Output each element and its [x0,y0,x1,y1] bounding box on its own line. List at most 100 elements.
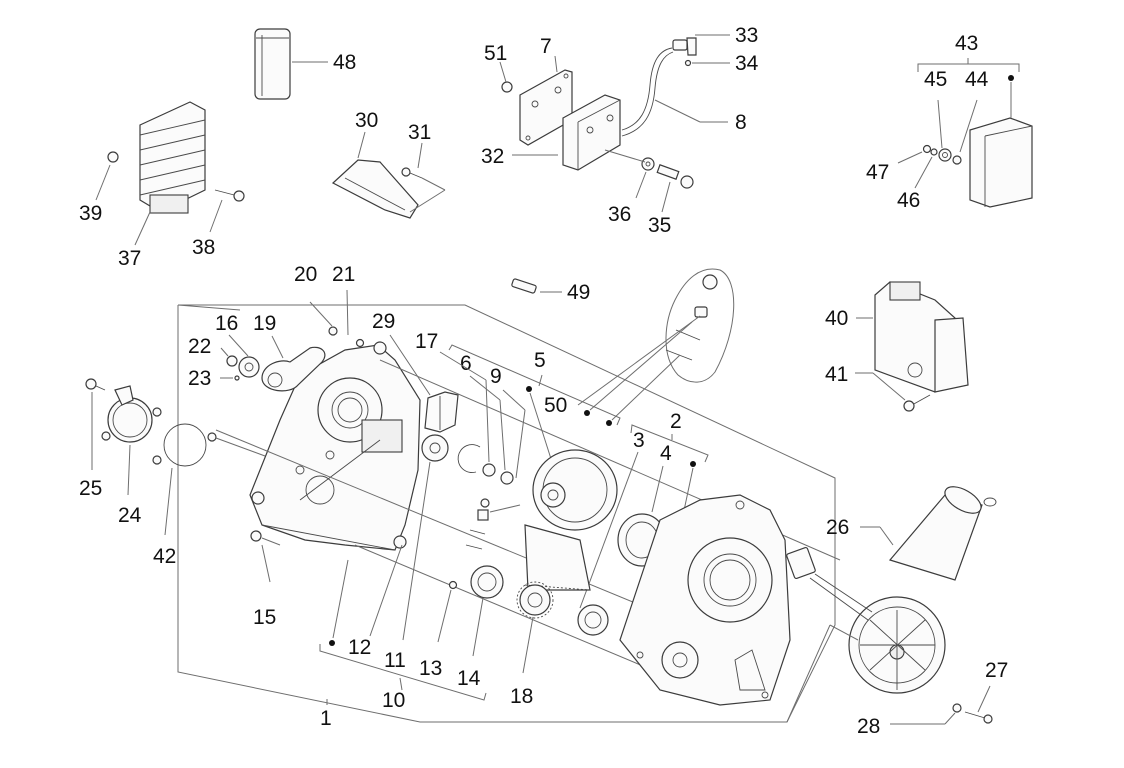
group-bracket-5 [448,344,621,426]
callout-13: 13 [419,657,442,680]
part-5-gear-motor-assembly[interactable] [524,449,618,591]
part-27-screw[interactable] [964,711,993,724]
part-6-washer[interactable] [482,463,496,477]
part-22-nut[interactable] [226,355,238,367]
callout-22: 22 [188,335,211,358]
part-28-washer[interactable] [952,703,962,713]
part-34-washer[interactable] [684,59,692,67]
part-20-screw[interactable] [328,326,338,336]
callout-16: 16 [215,312,238,335]
part-15-screw[interactable] [250,530,262,542]
part-1-right-crankcase-half[interactable] [619,494,791,706]
part-42-gasket[interactable] [152,423,217,467]
callout-24: 24 [118,504,142,527]
part-31-screw[interactable] [401,167,423,179]
callout-49: 49 [567,281,590,304]
callout-25: 25 [79,477,102,500]
callout-46: 46 [897,189,920,212]
part-48-rubber-cap[interactable] [254,28,291,100]
part-16-washer[interactable] [238,356,260,378]
part-21-washer[interactable] [355,338,365,348]
callout-27: 27 [985,659,1008,682]
part-39-nut[interactable] [107,151,119,163]
callout-36: 36 [608,203,631,226]
callout-15: 15 [253,606,276,629]
part-25-screw[interactable] [85,378,106,391]
part-3-bearing[interactable] [577,604,609,636]
group-bracket-2 [630,424,709,463]
part-32-control-unit[interactable] [562,94,621,171]
marker-dot [526,386,532,392]
part-46-washer[interactable] [930,148,938,156]
marker-dot [606,420,612,426]
part-26-connector[interactable] [786,546,873,621]
callout-12: 12 [348,636,371,659]
part-33-elbow-fitting[interactable] [672,37,697,56]
part-50-pin-detail[interactable] [665,274,718,361]
callout-31: 31 [408,121,431,144]
part-43-relay[interactable] [969,117,1033,208]
callout-3: 3 [633,429,645,452]
callout-38: 38 [192,236,215,259]
callout-47: 47 [866,161,889,184]
callout-4: 4 [660,442,672,465]
marker-dot [1008,75,1014,81]
callout-34: 34 [735,52,759,75]
part-23-pin[interactable] [234,375,240,381]
callout-6: 6 [460,352,472,375]
part-35-screw[interactable] [656,164,694,189]
callout-1: 1 [320,707,332,730]
part-19-lever[interactable] [261,346,326,392]
callout-40: 40 [825,307,848,330]
callout-33: 33 [735,24,758,47]
callout-20: 20 [294,263,317,286]
marker-dot [690,461,696,467]
callout-30: 30 [355,109,378,132]
callout-8: 8 [735,111,747,134]
part-44-spacer[interactable] [952,155,962,165]
part-13-pin[interactable] [448,580,458,590]
callout-17: 17 [415,330,438,353]
callout-51: 51 [484,42,507,65]
part-38-screw[interactable] [214,189,245,202]
part-8-tube[interactable] [621,47,674,137]
part-14-bearing[interactable] [470,565,504,599]
part-17-circlip[interactable] [457,444,481,473]
callout-26: 26 [826,516,849,539]
callout-37: 37 [118,247,141,270]
callout-43: 43 [955,32,978,55]
part-36-washer[interactable] [641,157,655,171]
detail-outline-50 [665,268,735,383]
marker-dot [584,410,590,416]
part-24-sensor[interactable] [101,385,162,443]
part-45-grommet[interactable] [938,148,952,162]
group-bracket-10 [319,644,487,701]
part-37-voltage-regulator[interactable] [139,101,206,214]
part-50-small-parts[interactable] [465,498,490,550]
callout-7: 7 [540,35,552,58]
part-49-sensor-pin[interactable] [511,278,537,294]
part-51-nut[interactable] [501,81,513,93]
callout-2: 2 [670,410,682,433]
callout-42: 42 [153,545,176,568]
callout-29: 29 [372,310,395,333]
callout-19: 19 [253,312,276,335]
marker-dot [329,640,335,646]
part-40-electronic-control-unit[interactable] [874,281,969,393]
part-29-rubber-block[interactable] [424,391,459,433]
part-41-screw[interactable] [903,394,931,412]
callout-44: 44 [965,68,989,91]
callout-45: 45 [924,68,947,91]
part-26-electric-motor[interactable] [848,481,997,694]
callout-9: 9 [490,365,502,388]
part-18-gear[interactable] [516,581,554,619]
part-11-bearing[interactable] [421,434,449,462]
callout-21: 21 [332,263,355,286]
part-9-washer[interactable] [500,471,514,485]
callout-48: 48 [333,51,356,74]
part-47-nut[interactable] [922,144,932,154]
part-30-bracket[interactable] [331,159,419,219]
callout-23: 23 [188,367,211,390]
callout-14: 14 [457,667,481,690]
part-12-housing[interactable] [249,341,421,551]
